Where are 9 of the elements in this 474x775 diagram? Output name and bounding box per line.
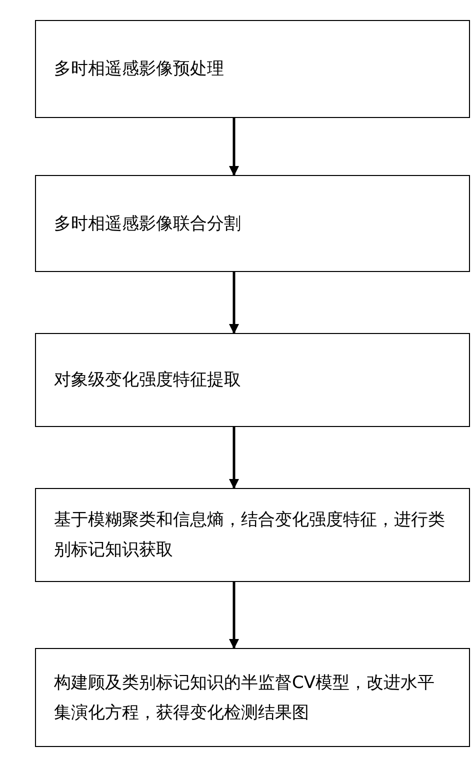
process-box: 对象级变化强度特征提取 bbox=[35, 333, 470, 427]
arrow bbox=[229, 272, 239, 334]
arrow bbox=[229, 118, 239, 176]
process-box: 构建顾及类别标记知识的半监督CV模型，改进水平集演化方程，获得变化检测结果图 bbox=[35, 648, 470, 747]
process-box: 多时相遥感影像预处理 bbox=[35, 20, 470, 118]
arrow bbox=[229, 427, 239, 489]
process-box: 基于模糊聚类和信息熵，结合变化强度特征，进行类别标记知识获取 bbox=[35, 488, 470, 582]
process-box: 多时相遥感影像联合分割 bbox=[35, 175, 470, 272]
arrow bbox=[229, 582, 239, 649]
